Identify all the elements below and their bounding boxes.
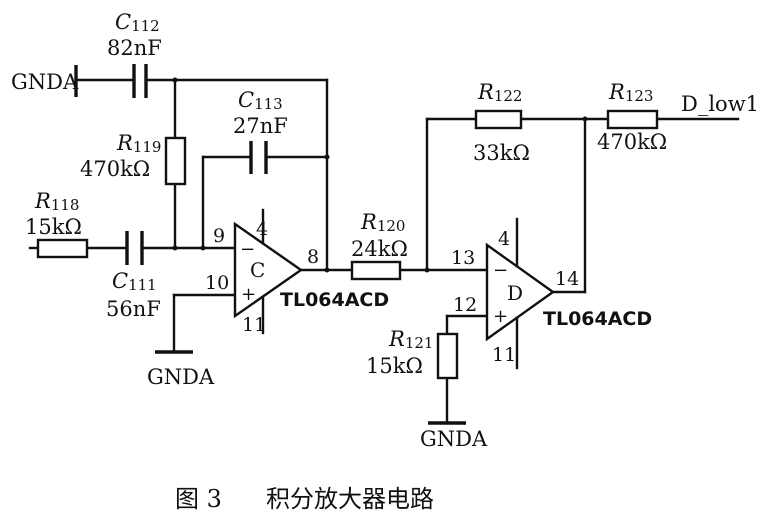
opamp-c: − + C 9 10 8 4 11 TL064ACD [205, 208, 389, 336]
c113-ref: C113 [238, 88, 283, 113]
capacitor-c113: C113 27nF [233, 88, 288, 174]
r121-ref: R121 [388, 327, 433, 352]
figure-caption: 图 3 积分放大器电路 [175, 485, 434, 513]
r122-value: 33kΩ [473, 141, 530, 165]
opamp-c-pin-inv: 9 [213, 225, 225, 247]
c113-value: 27nF [233, 114, 288, 138]
resistor-r122: R122 33kΩ [473, 80, 530, 165]
resistor-r120: R120 24kΩ [350, 210, 408, 281]
opamp-c-name: C [250, 258, 265, 282]
figure-number: 图 3 [175, 485, 222, 513]
resistor-r123: R123 470kΩ [597, 80, 667, 154]
gnda-top-label: GNDA [11, 70, 79, 94]
opamp-d-minus: − [493, 260, 508, 281]
opamp-d-part: TL064ACD [543, 308, 652, 330]
r123-ref: R123 [608, 80, 653, 105]
r119-ref: R119 [116, 131, 161, 156]
r120-ref: R120 [360, 210, 405, 235]
gnda-c-label: GNDA [147, 365, 215, 389]
opamp-d-name: D [507, 281, 523, 305]
r118-ref: R118 [34, 189, 79, 214]
junctions [172, 77, 588, 273]
resistor-r121: R121 15kΩ [366, 327, 459, 380]
gnda-c-symbol: GNDA [147, 350, 215, 389]
r121-value: 15kΩ [366, 354, 423, 378]
opamp-c-plus: + [241, 284, 256, 305]
opamp-c-pin-vplus: 4 [256, 218, 268, 240]
opamp-d-pin-out: 14 [555, 268, 579, 290]
r118-value: 15kΩ [25, 215, 82, 239]
capacitor-c111: C111 56nF [106, 231, 161, 321]
figure-title: 积分放大器电路 [266, 485, 434, 513]
opamp-c-pin-vminus: 11 [242, 314, 266, 336]
opamp-c-part: TL064ACD [280, 289, 389, 311]
opamp-d-pin-vminus: 11 [492, 344, 516, 366]
opamp-d: − + D 13 12 14 4 11 TL064ACD [451, 217, 652, 370]
resistor-r119: R119 470kΩ [80, 131, 187, 186]
c111-ref: C111 [112, 269, 157, 294]
gnda-d-label: GNDA [420, 427, 488, 451]
opamp-c-pin-noninv: 10 [205, 272, 229, 294]
opamp-d-pin-noninv: 12 [453, 294, 477, 316]
output-net-label: D_low1 [681, 92, 759, 116]
r123-value: 470kΩ [597, 130, 667, 154]
resistor-r118: R118 15kΩ [25, 189, 89, 259]
opamp-d-plus: + [493, 306, 508, 327]
c111-value: 56nF [106, 297, 161, 321]
r122-ref: R122 [477, 80, 522, 105]
opamp-d-pin-vplus: 4 [498, 228, 510, 250]
capacitor-c112: C112 82nF [107, 10, 162, 98]
r120-value: 24kΩ [351, 237, 408, 261]
opamp-d-pin-inv: 13 [451, 247, 475, 269]
c112-value: 82nF [107, 36, 162, 60]
gnda-top-symbol: GNDA [11, 65, 79, 97]
opamp-c-minus: − [240, 239, 255, 260]
c112-ref: C112 [115, 10, 160, 35]
opamp-c-pin-out: 8 [307, 246, 319, 268]
r119-value: 470kΩ [80, 157, 150, 181]
gnda-d-symbol: GNDA [420, 421, 488, 451]
